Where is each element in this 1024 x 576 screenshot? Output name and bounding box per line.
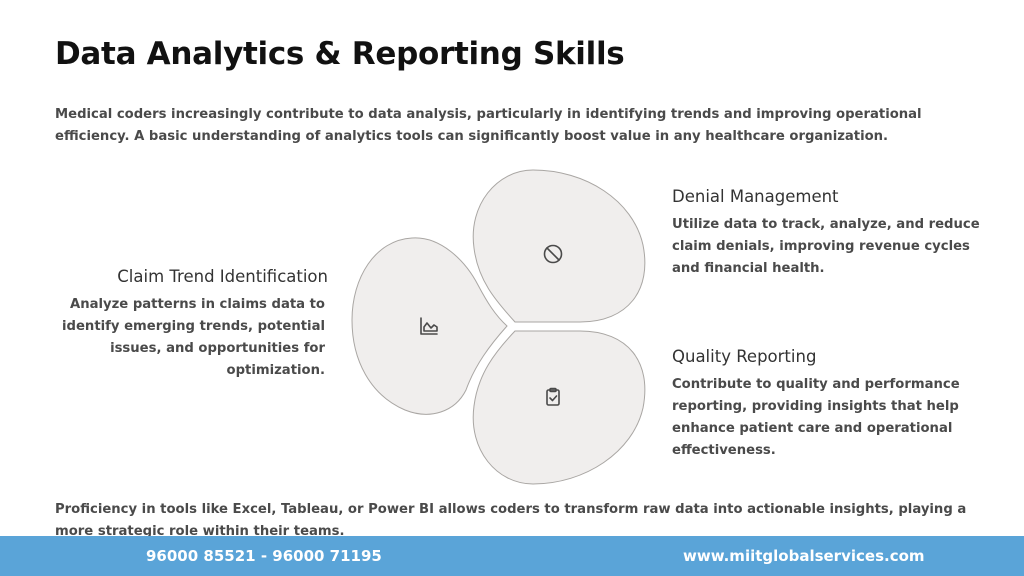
page-title: Data Analytics & Reporting Skills <box>55 36 625 72</box>
ban-icon <box>543 244 563 264</box>
footer-bar: 96000 85521 - 96000 71195 www.miitglobal… <box>0 536 1024 576</box>
petal-quality-reporting <box>472 330 646 485</box>
denial-management-title: Denial Management <box>672 187 839 206</box>
quality-reporting-description: Contribute to quality and performance re… <box>672 377 960 458</box>
claim-trend-title: Claim Trend Identification <box>117 267 328 286</box>
clipboard-check-icon <box>546 387 560 406</box>
intro-paragraph: Medical coders increasingly contribute t… <box>55 107 922 144</box>
claim-trend-description: Analyze patterns in claims data to ident… <box>62 297 325 378</box>
outro-paragraph: Proficiency in tools like Excel, Tableau… <box>55 502 967 539</box>
quality-reporting-title: Quality Reporting <box>672 347 817 366</box>
denial-management-description: Utilize data to track, analyze, and redu… <box>672 217 980 276</box>
footer-website[interactable]: www.miitglobalservices.com <box>683 547 925 565</box>
petal-denial-management <box>472 169 646 323</box>
footer-phone-numbers: 96000 85521 - 96000 71195 <box>146 547 382 565</box>
area-chart-icon <box>420 317 438 335</box>
